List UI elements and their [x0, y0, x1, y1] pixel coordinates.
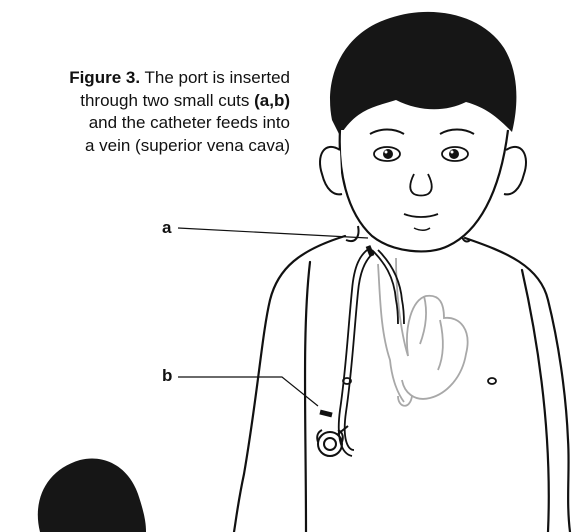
port-device: [317, 426, 348, 456]
hair: [330, 12, 516, 136]
right-ear: [504, 147, 526, 194]
face-outline: [340, 130, 508, 251]
callout-line-a: [178, 228, 368, 238]
left-eye: [374, 147, 400, 161]
left-ear: [320, 147, 342, 194]
catheter: [339, 248, 404, 456]
right-nipple: [488, 378, 496, 384]
second-child-hair: [38, 458, 146, 532]
right-eye: [442, 147, 468, 161]
torso-outline: [234, 236, 570, 532]
incision-b: [320, 412, 332, 415]
incision-a: [368, 246, 372, 256]
callout-line-b: [178, 377, 318, 406]
